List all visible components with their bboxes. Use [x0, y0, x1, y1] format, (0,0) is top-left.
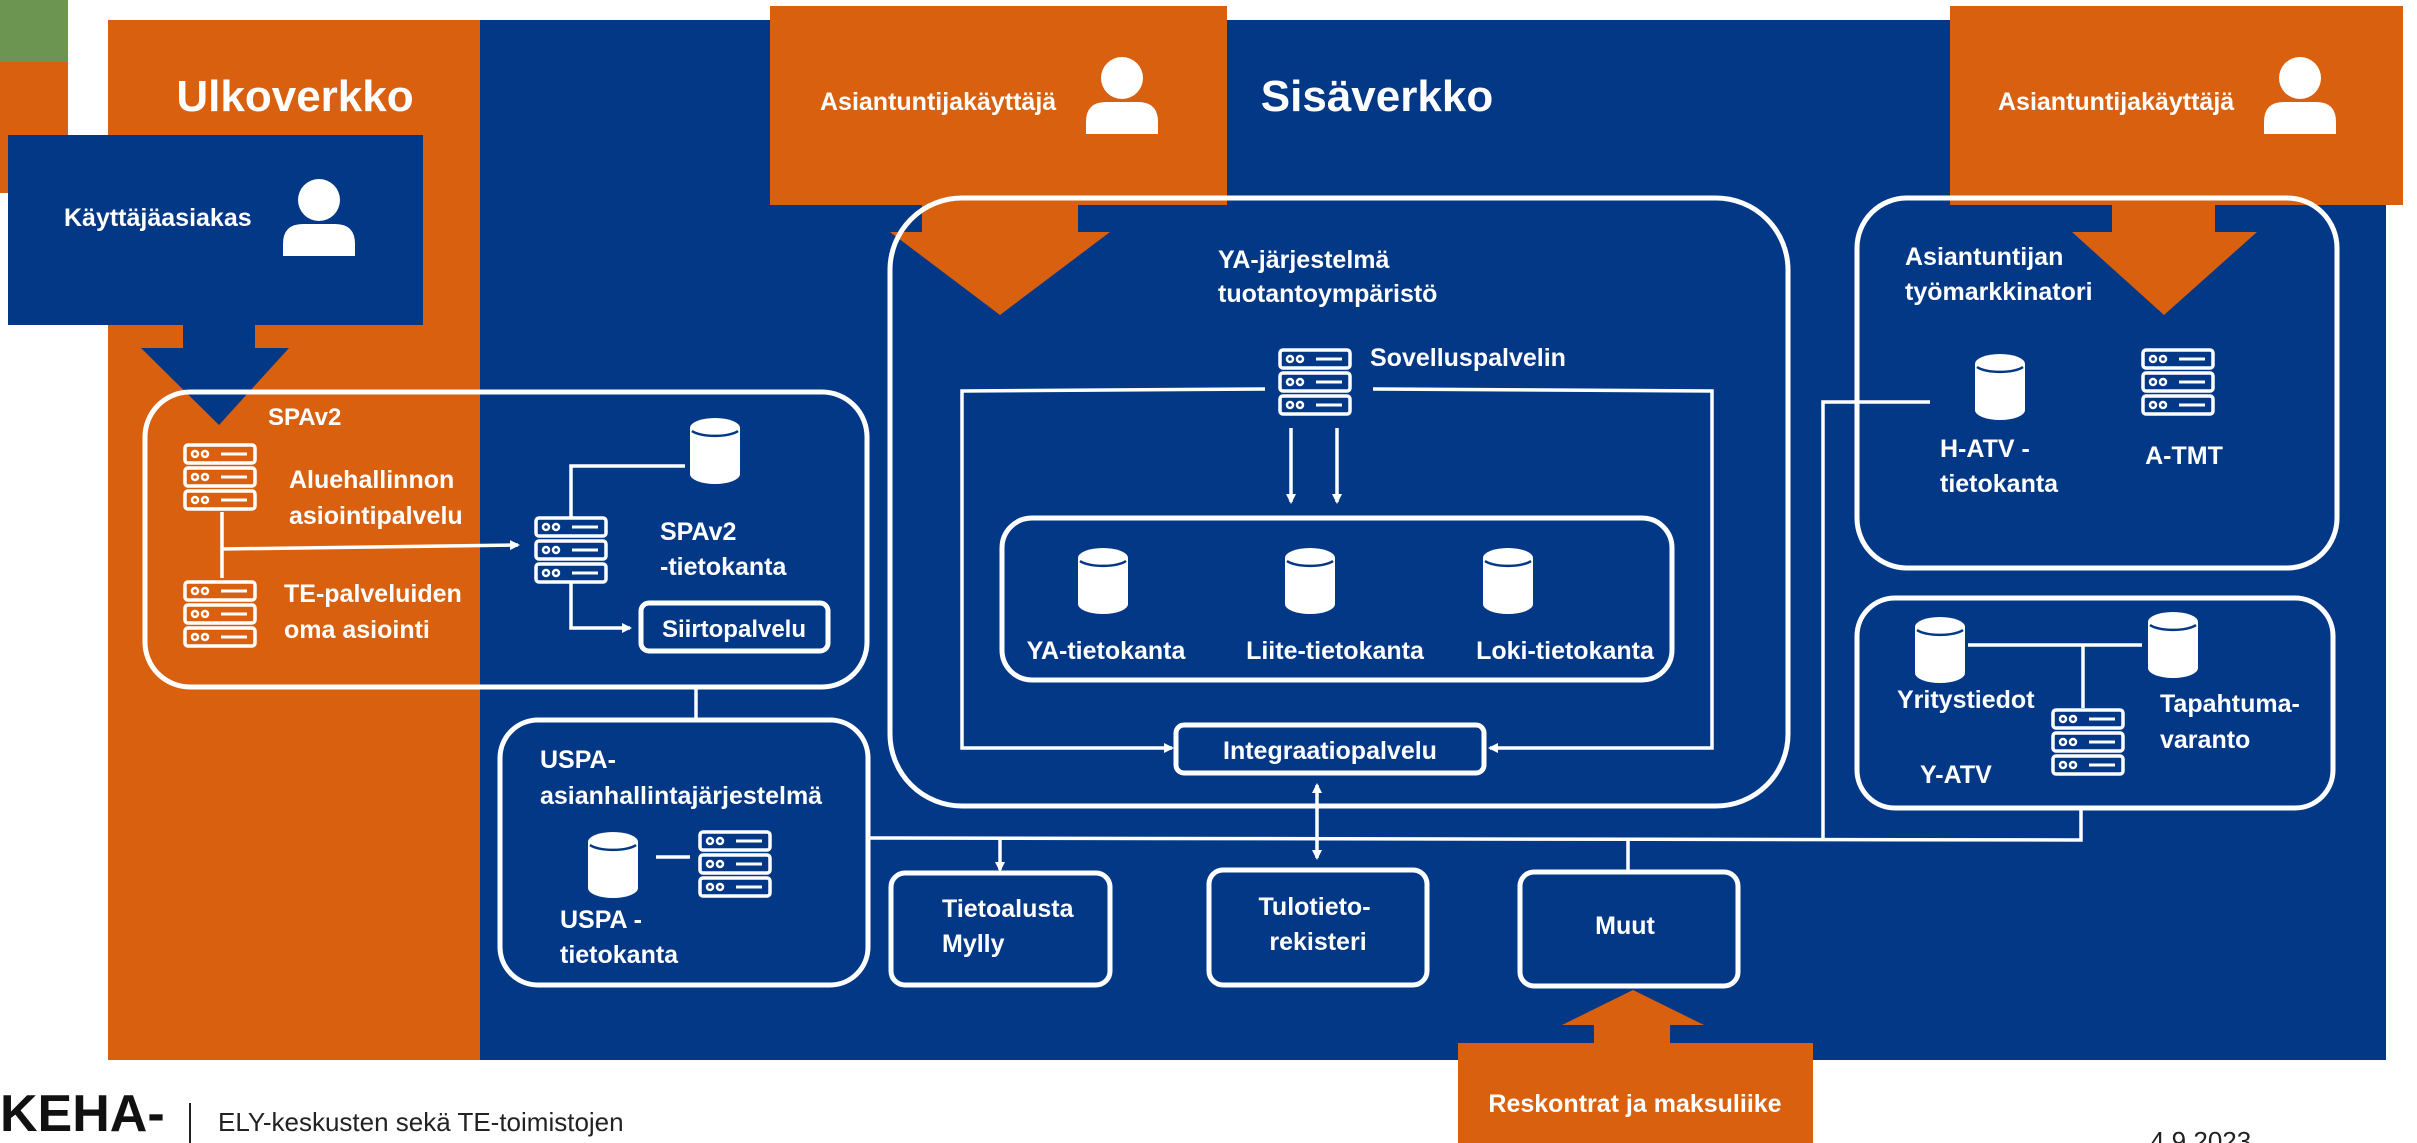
tmt-group	[1854, 195, 2340, 571]
integraatiopalvelu-label: Integraatiopalvelu	[1223, 737, 1437, 765]
loki-db-icon	[1481, 546, 1535, 616]
ya-server-left-loop	[960, 387, 1266, 753]
liite-db-icon	[1283, 546, 1337, 616]
ya-db-icon	[1076, 546, 1130, 616]
reskontra-up-arrow	[1562, 990, 1704, 1045]
liite-db-label: Liite-tietokanta	[1246, 637, 1425, 665]
loki-db-label: Loki-tietokanta	[1476, 637, 1655, 665]
integration-bus	[867, 808, 2083, 842]
footer-org-text: ELY-keskusten sekä TE-toimistojen	[218, 1107, 624, 1137]
spav2-to-server-arrow	[221, 540, 520, 551]
a-tmt-label: A-TMT	[2145, 442, 2223, 470]
tmt-title: Asiantuntijan työmarkkinatori	[1905, 243, 2093, 306]
expert-left-user-label: Asiantuntijakäyttäjä	[820, 88, 1056, 116]
uspa-db-label: USPA - tietokanta	[560, 906, 679, 969]
spav2-title: SPAv2	[268, 404, 341, 431]
uspa-group	[497, 717, 871, 988]
spav2-db-icon	[688, 416, 742, 486]
ya-app-server-label: Sovelluspalvelin	[1370, 344, 1566, 372]
reskontra-box	[1458, 1043, 1813, 1143]
customer-user-label: Käyttäjäasiakas	[64, 204, 252, 232]
ya-system-group	[887, 195, 1791, 809]
uspa-db-icon	[586, 830, 640, 900]
tapahtumavaranto-db-icon	[2146, 610, 2200, 680]
mylly-box	[888, 870, 1113, 988]
spav2-server-db-line	[569, 464, 685, 518]
tulotieto-label: Tulotieto- rekisteri	[1259, 893, 1378, 956]
uspa-title: USPA- asianhallintajärjestelmä	[540, 746, 822, 810]
yritystiedot-label: Yritystiedot	[1897, 686, 2035, 714]
siirtopalvelu-box	[638, 600, 831, 654]
spav2-server-transfer-arrow	[569, 582, 632, 633]
y-atv-label: Y-ATV	[1920, 761, 1992, 789]
muut-box	[1517, 869, 1741, 989]
aluehallinto-label: Aluehallinnon asiointipalvelu	[289, 466, 463, 530]
footer-logo: KEHA-	[0, 1085, 165, 1143]
h-atv-db-icon	[1973, 352, 2027, 422]
customer-down-arrow	[141, 325, 289, 425]
spav2-group	[142, 389, 870, 690]
tapahtumavaranto-label: Tapahtuma- varanto	[2160, 690, 2307, 754]
h-atv-bus-connector	[1821, 400, 1930, 840]
h-atv-db-label: H-ATV - tietokanta	[1940, 435, 2059, 498]
mylly-label: Tietoalusta Mylly	[942, 895, 1080, 958]
footer-date: 4.9.2023	[2150, 1126, 2251, 1143]
y-atv-group	[1854, 595, 2336, 811]
ya-db-group	[999, 515, 1675, 683]
ya-system-title: YA-järjestelmä tuotantoympäristö	[1218, 246, 1437, 308]
yritystiedot-db-icon	[1913, 615, 1967, 685]
tulotieto-box	[1206, 867, 1430, 988]
spav2-db-label: SPAv2 -tietokanta	[660, 518, 788, 581]
reskontra-label: Reskontrat ja maksuliike	[1488, 1090, 1781, 1118]
customer-user-box	[8, 135, 423, 325]
te-palvelut-label: TE-palveluiden oma asiointi	[284, 580, 469, 644]
corner-green-decor	[0, 0, 68, 62]
outer-network-title: Ulkoverkko	[176, 72, 413, 121]
siirtopalvelu-label: Siirtopalvelu	[662, 616, 806, 643]
muut-label: Muut	[1595, 912, 1655, 940]
inner-network-title: Sisäverkko	[1261, 72, 1493, 121]
ya-db-label: YA-tietokanta	[1027, 637, 1187, 665]
ya-server-right-loop	[1372, 387, 1714, 753]
integraatiopalvelu-box	[1173, 722, 1487, 776]
expert-right-user-label: Asiantuntijakäyttäjä	[1998, 88, 2234, 116]
